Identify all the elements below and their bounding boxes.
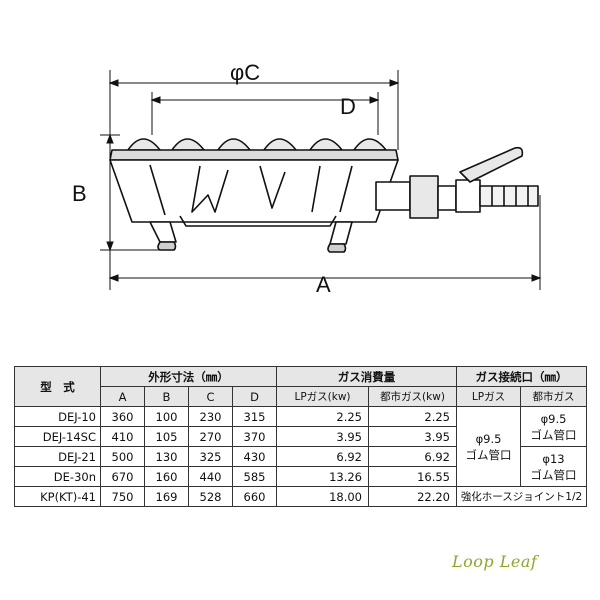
model-cell: DE-30n xyxy=(14,466,101,487)
cell-c: 230 xyxy=(188,406,233,427)
dimension-b xyxy=(100,133,165,252)
burner-diagram: φC D B A xyxy=(72,60,542,297)
dimension-c xyxy=(108,70,400,150)
city-connection-group-2: φ13 ゴム管口 xyxy=(520,446,587,487)
cell-a: 500 xyxy=(100,446,145,467)
spec-table: 型 式 外形寸法（㎜） ガス消費量 ガス接続口（㎜） A B C D LPガス(… xyxy=(14,366,587,507)
city-connection-text-1: φ9.5 ゴム管口 xyxy=(530,411,577,442)
subheader-lp: LPガス xyxy=(456,386,521,407)
cell-lp-kw: 3.95 xyxy=(276,426,369,447)
header-gas-consumption: ガス消費量 xyxy=(276,366,457,387)
brand-logo: Loop Leaf xyxy=(452,552,538,571)
header-dimensions: 外形寸法（㎜） xyxy=(100,366,277,387)
subheader-city: 都市ガス xyxy=(520,386,587,407)
table-header-row: 型 式 外形寸法（㎜） ガス消費量 ガス接続口（㎜） xyxy=(14,366,587,407)
city-connection-group-1: φ9.5 ゴム管口 xyxy=(520,406,587,447)
subheader-lp-kw: LPガス(kw) xyxy=(276,386,369,407)
cell-d: 585 xyxy=(232,466,277,487)
cell-city-kw: 6.92 xyxy=(368,446,457,467)
label-d: D xyxy=(340,94,356,119)
model-cell: DEJ-21 xyxy=(14,446,101,467)
cell-city-kw: 22.20 xyxy=(368,486,457,507)
cell-a: 360 xyxy=(100,406,145,427)
cell-lp-kw: 6.92 xyxy=(276,446,369,467)
subheader-city-kw: 都市ガス(kw) xyxy=(368,386,457,407)
cell-d: 315 xyxy=(232,406,277,427)
cell-d: 430 xyxy=(232,446,277,467)
lp-connection-text: φ9.5 ゴム管口 xyxy=(465,431,512,462)
dimension-a xyxy=(108,195,542,290)
table-row: DEJ-10 360 100 230 315 2.25 2.25 φ9.5 ゴム… xyxy=(14,406,587,487)
lp-connection-group: φ9.5 ゴム管口 xyxy=(456,406,521,487)
table-row: DE-30n 670 160 440 585 13.26 16.55 xyxy=(14,466,587,487)
city-connection-text-2: φ13 ゴム管口 xyxy=(530,451,577,482)
label-c: φC xyxy=(230,60,260,85)
table-row: KP(KT)-41 750 169 528 660 18.00 22.20 強化… xyxy=(14,486,587,507)
subheader-c: C xyxy=(188,386,233,407)
header-model: 型 式 xyxy=(14,366,101,407)
subheader-b: B xyxy=(144,386,189,407)
cell-city-kw: 3.95 xyxy=(368,426,457,447)
table-row: DEJ-14SC 410 105 270 370 3.95 3.95 xyxy=(14,426,587,447)
label-b: B xyxy=(72,181,87,206)
cell-b: 100 xyxy=(144,406,189,427)
cell-lp-kw: 18.00 xyxy=(276,486,369,507)
burner-body xyxy=(109,138,539,253)
hose-joint-cell: 強化ホースジョイント1/2 xyxy=(456,486,587,507)
cell-b: 130 xyxy=(144,446,189,467)
cell-a: 410 xyxy=(100,426,145,447)
model-cell: KP(KT)-41 xyxy=(14,486,101,507)
model-cell: DEJ-14SC xyxy=(14,426,101,447)
cell-a: 670 xyxy=(100,466,145,487)
dimension-d xyxy=(150,92,380,135)
subheader-d: D xyxy=(232,386,277,407)
header-gas-connection: ガス接続口（㎜） xyxy=(456,366,587,387)
cell-b: 105 xyxy=(144,426,189,447)
subheader-a: A xyxy=(100,386,145,407)
cell-c: 528 xyxy=(188,486,233,507)
cell-b: 169 xyxy=(144,486,189,507)
cell-d: 660 xyxy=(232,486,277,507)
cell-city-kw: 16.55 xyxy=(368,466,457,487)
cell-c: 325 xyxy=(188,446,233,467)
cell-c: 270 xyxy=(188,426,233,447)
model-cell: DEJ-10 xyxy=(14,406,101,427)
cell-lp-kw: 2.25 xyxy=(276,406,369,427)
cell-lp-kw: 13.26 xyxy=(276,466,369,487)
cell-b: 160 xyxy=(144,466,189,487)
cell-c: 440 xyxy=(188,466,233,487)
cell-d: 370 xyxy=(232,426,277,447)
cell-a: 750 xyxy=(100,486,145,507)
label-a: A xyxy=(316,272,331,297)
table-subheader-row: A B C D LPガス(kw) 都市ガス(kw) LPガス 都市ガス xyxy=(15,386,587,407)
cell-city-kw: 2.25 xyxy=(368,406,457,427)
